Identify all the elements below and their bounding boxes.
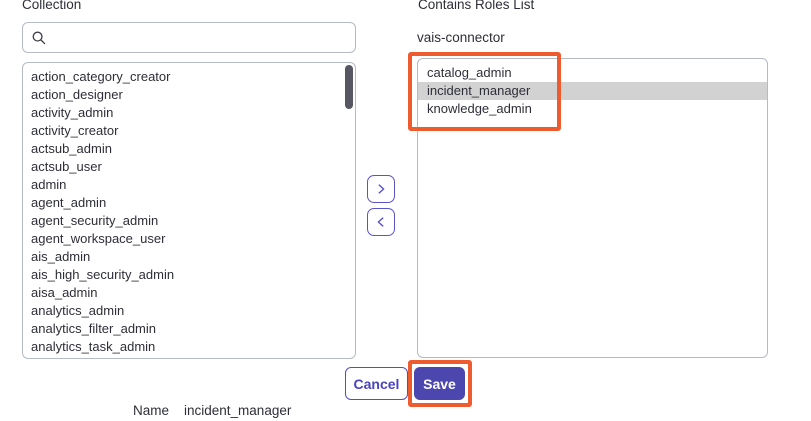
list-item[interactable]: ais_admin	[31, 249, 91, 264]
save-button[interactable]: Save	[414, 367, 465, 400]
collection-search-box[interactable]	[22, 22, 356, 53]
collection-panel-title: Collection	[22, 0, 82, 12]
list-item[interactable]: agent_admin	[31, 195, 107, 210]
list-item[interactable]: activity_admin	[31, 105, 114, 120]
list-item[interactable]: analytics_task_admin	[31, 339, 156, 354]
chevron-right-icon	[378, 184, 385, 194]
name-label: Name	[133, 403, 170, 418]
search-icon	[32, 31, 46, 44]
chevron-left-icon	[377, 217, 384, 227]
list-item[interactable]: analytics_filter_admin	[31, 321, 157, 336]
name-value: incident_manager	[184, 403, 292, 418]
collection-search-input[interactable]	[53, 30, 347, 45]
list-item[interactable]: analytics_viewer	[23, 356, 355, 358]
name-row: Name incident_manager	[133, 403, 291, 418]
move-left-button[interactable]	[367, 208, 395, 236]
list-item[interactable]: action_designer	[31, 87, 123, 102]
list-item[interactable]: admin	[31, 177, 67, 192]
connector-group-name: vais-connector	[417, 30, 505, 45]
cancel-button[interactable]: Cancel	[345, 367, 408, 400]
list-item[interactable]: ais_high_security_admin	[31, 267, 175, 282]
list-item[interactable]: catalog_admin	[427, 65, 512, 80]
contains-roles-list[interactable]: catalog_admin incident_manager knowledge…	[417, 58, 768, 358]
list-item[interactable]: aisa_admin	[31, 285, 98, 300]
list-item-selected[interactable]: incident_manager	[418, 82, 767, 100]
collection-list[interactable]: action_category_creator action_designer …	[22, 62, 356, 359]
contains-roles-panel-title: Contains Roles List	[418, 0, 535, 12]
list-item[interactable]: agent_security_admin	[31, 213, 159, 228]
scrollbar-thumb[interactable]	[345, 65, 353, 109]
list-item[interactable]: actsub_user	[31, 159, 102, 174]
list-item[interactable]: activity_creator	[31, 123, 119, 138]
list-item[interactable]: actsub_admin	[31, 141, 112, 156]
list-item[interactable]: knowledge_admin	[427, 101, 532, 116]
list-item[interactable]: action_category_creator	[31, 69, 171, 84]
list-item[interactable]: agent_workspace_user	[31, 231, 166, 246]
list-item[interactable]: analytics_admin	[31, 303, 125, 318]
move-right-button[interactable]	[367, 175, 395, 203]
